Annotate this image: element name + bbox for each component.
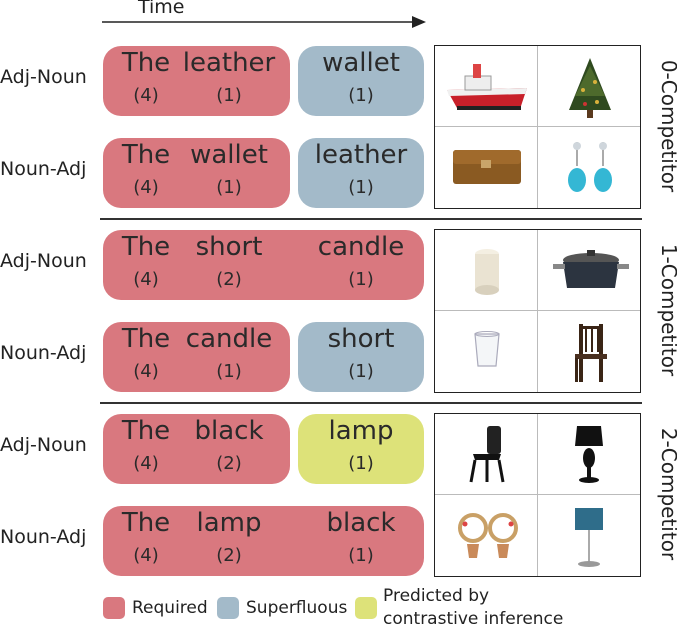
row-label: Noun-Adj [0, 158, 87, 180]
word: short [327, 324, 395, 354]
word: black [194, 416, 264, 446]
pot-icon [553, 250, 629, 288]
blue-lamp-icon [575, 508, 603, 567]
glass-icon [474, 331, 500, 367]
legend-label-predicted-line2: contrastive inference [383, 609, 564, 629]
image-grid [434, 45, 641, 209]
legend-label-superfluous: Superfluous [246, 598, 348, 618]
word-count: (1) [348, 545, 374, 566]
word-count: (2) [216, 545, 242, 566]
word: wallet [190, 140, 268, 170]
word-count: (1) [348, 361, 374, 382]
required-box [103, 138, 290, 208]
black-chair-icon [469, 426, 505, 483]
word-count: (4) [133, 453, 159, 474]
word: The [121, 232, 171, 262]
wallet-icon [453, 150, 521, 184]
word: leather [314, 140, 408, 170]
word: The [121, 48, 171, 78]
condition-label: 1-Competitor [657, 243, 677, 377]
word: The [121, 416, 171, 446]
word-count: (4) [133, 85, 159, 106]
predicted-box [298, 414, 424, 484]
image-grid [434, 229, 641, 393]
required-box [103, 230, 424, 300]
group-separator [100, 218, 642, 220]
word-count: (4) [133, 177, 159, 198]
superfluous-box [298, 322, 424, 392]
earrings-icon [568, 142, 612, 192]
row-label: Adj-Noun [0, 250, 87, 272]
time-arrow [102, 16, 426, 28]
row-label: Noun-Adj [0, 342, 87, 364]
word-count: (4) [133, 269, 159, 290]
gold-earrings-icon [458, 513, 518, 558]
word: leather [182, 48, 276, 78]
word: candle [317, 232, 405, 262]
legend-swatch-required [103, 597, 125, 619]
word-count: (4) [133, 361, 159, 382]
superfluous-box [298, 138, 424, 208]
boat-icon [447, 64, 527, 110]
black-lamp-icon [575, 426, 603, 483]
word-count: (1) [216, 177, 242, 198]
word: The [121, 508, 171, 538]
word-count: (1) [348, 85, 374, 106]
legend-swatch-predicted [355, 597, 377, 619]
word: wallet [322, 48, 400, 78]
word-count: (2) [216, 453, 242, 474]
required-box [103, 506, 424, 576]
word-count: (4) [133, 545, 159, 566]
word: candle [185, 324, 273, 354]
required-box [103, 322, 290, 392]
word-count: (1) [216, 361, 242, 382]
row-label: Noun-Adj [0, 526, 87, 548]
required-box [103, 414, 290, 484]
required-box [103, 46, 290, 116]
legend-label-required: Required [132, 598, 208, 618]
word: The [121, 324, 171, 354]
word: short [195, 232, 263, 262]
image-grid [434, 413, 641, 577]
time-axis-label: Time [138, 0, 185, 18]
candle-icon [475, 249, 499, 295]
word-count: (1) [348, 177, 374, 198]
superfluous-box [298, 46, 424, 116]
word-count: (1) [348, 269, 374, 290]
group-separator [100, 402, 642, 404]
condition-label: 2-Competitor [657, 427, 677, 561]
legend-swatch-superfluous [217, 597, 239, 619]
word-count: (1) [348, 453, 374, 474]
word-count: (1) [216, 85, 242, 106]
legend-label-predicted-line1: Predicted by [383, 586, 490, 606]
condition-label: 0-Competitor [657, 59, 677, 193]
row-label: Adj-Noun [0, 66, 87, 88]
row-label: Adj-Noun [0, 434, 87, 456]
word-count: (2) [216, 269, 242, 290]
word: The [121, 140, 171, 170]
word: lamp [196, 508, 262, 538]
christmas-tree-icon [569, 58, 611, 118]
word: black [326, 508, 396, 538]
chair-icon [575, 324, 607, 382]
word: lamp [328, 416, 394, 446]
